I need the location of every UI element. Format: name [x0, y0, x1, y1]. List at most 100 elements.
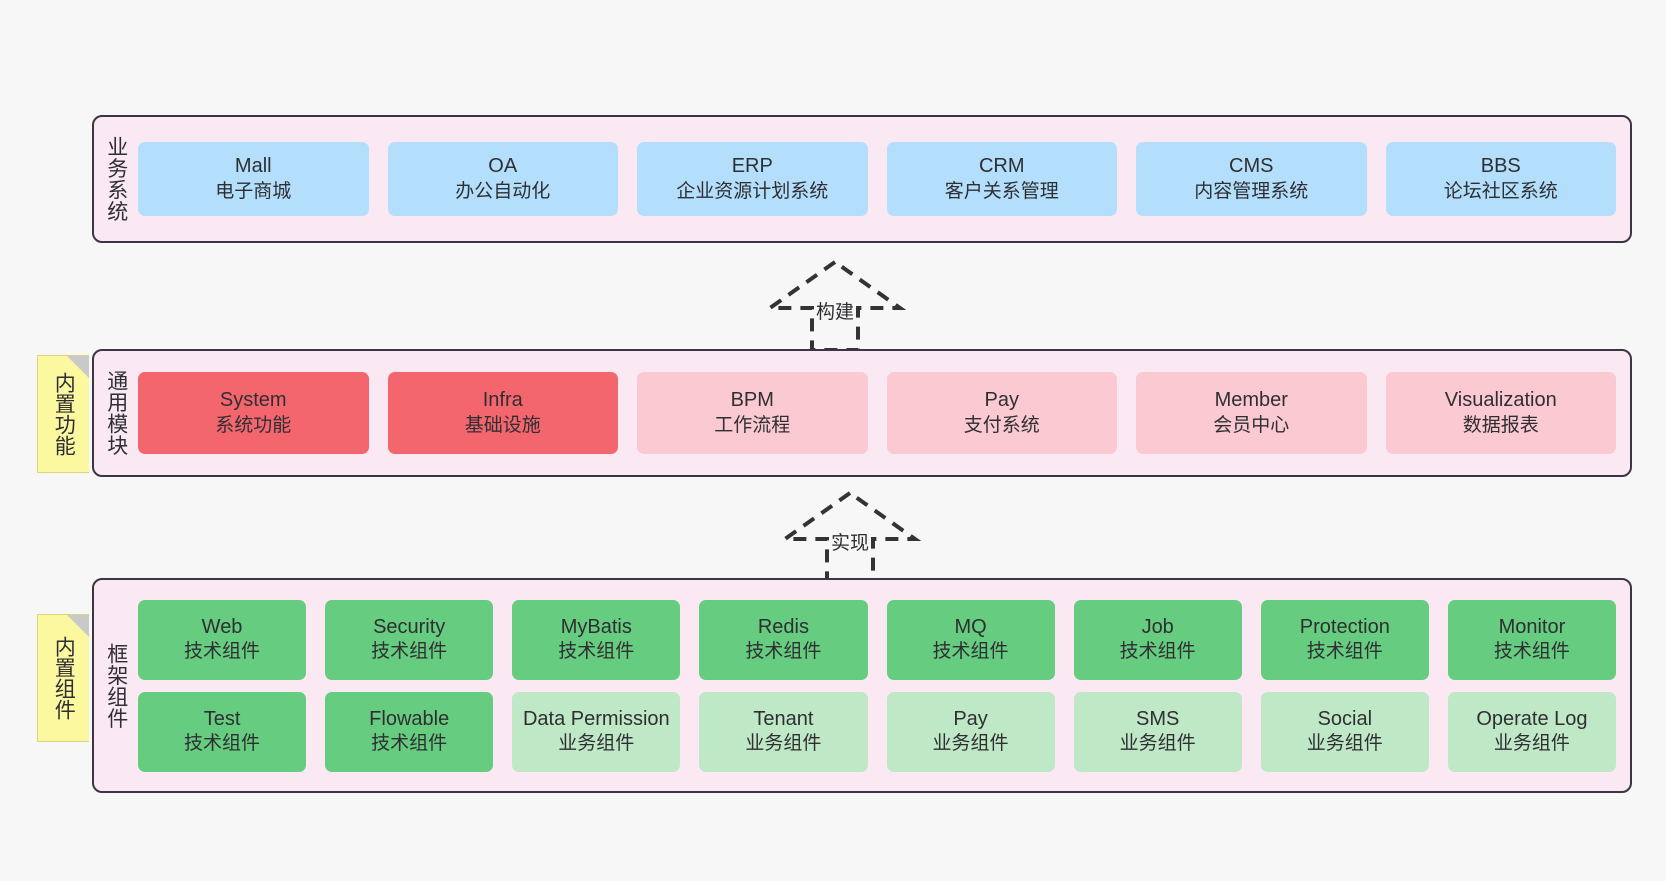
- layer-common-modules: 通用模块 System 系统功能 Infra 基础设施 BPM 工作流程 Pay…: [92, 349, 1632, 477]
- card-social-subtitle: 业务组件: [1306, 733, 1383, 755]
- arrow-implement: 实现: [775, 489, 925, 585]
- card-job-subtitle: 技术组件: [1119, 641, 1196, 663]
- card-sms[interactable]: SMS 业务组件: [1073, 691, 1242, 772]
- card-pay-component-title: Pay: [953, 707, 988, 730]
- card-erp[interactable]: ERP 企业资源计划系统: [637, 142, 868, 216]
- framework-components-row-business: Test 技术组件 Flowable 技术组件 Data Permission …: [138, 691, 1616, 772]
- card-member-subtitle: 会员中心: [1213, 414, 1290, 436]
- note-builtin-function-label: 内置功能: [52, 372, 76, 456]
- card-data-permission[interactable]: Data Permission 业务组件: [512, 691, 681, 772]
- card-security[interactable]: Security 技术组件: [325, 599, 494, 680]
- card-bbs[interactable]: BBS 论坛社区系统: [1385, 142, 1616, 216]
- card-pay-component-subtitle: 业务组件: [932, 733, 1009, 755]
- card-job-title: Job: [1141, 615, 1174, 638]
- card-mybatis[interactable]: MyBatis 技术组件: [512, 599, 681, 680]
- card-system-title: System: [219, 389, 287, 412]
- card-monitor-title: Monitor: [1498, 615, 1566, 638]
- card-erp-title: ERP: [731, 155, 773, 178]
- business-system-row: Mall 电子商城 OA 办公自动化 ERP 企业资源计划系统 CRM 客户关系…: [138, 142, 1616, 216]
- layer-business-system: 业务系统 Mall 电子商城 OA 办公自动化 ERP 企业资源计划系统 CRM…: [92, 115, 1632, 243]
- note-builtin-function: 内置功能: [37, 355, 89, 473]
- card-web[interactable]: Web 技术组件: [138, 599, 307, 680]
- layer-business-system-label: 业务系统: [104, 136, 128, 222]
- card-operate-log[interactable]: Operate Log 业务组件: [1447, 691, 1616, 772]
- layer-business-system-body: Mall 电子商城 OA 办公自动化 ERP 企业资源计划系统 CRM 客户关系…: [138, 117, 1630, 241]
- card-test-title: Test: [203, 707, 241, 730]
- card-member-title: Member: [1214, 389, 1288, 412]
- card-test[interactable]: Test 技术组件: [138, 691, 307, 772]
- note-builtin-component-label: 内置组件: [52, 636, 76, 720]
- card-mall-subtitle: 电子商城: [215, 180, 292, 202]
- card-visualization-subtitle: 数据报表: [1462, 414, 1539, 436]
- card-social[interactable]: Social 业务组件: [1260, 691, 1429, 772]
- card-crm[interactable]: CRM 客户关系管理: [886, 142, 1117, 216]
- card-visualization[interactable]: Visualization 数据报表: [1385, 372, 1616, 454]
- card-member[interactable]: Member 会员中心: [1136, 372, 1367, 454]
- card-mybatis-subtitle: 技术组件: [558, 641, 635, 663]
- note-builtin-component: 内置组件: [37, 614, 89, 742]
- card-pay-component[interactable]: Pay 业务组件: [886, 691, 1055, 772]
- card-tenant[interactable]: Tenant 业务组件: [699, 691, 868, 772]
- card-data-permission-subtitle: 业务组件: [558, 733, 635, 755]
- card-web-title: Web: [201, 615, 243, 638]
- card-sms-subtitle: 业务组件: [1119, 733, 1196, 755]
- card-oa-subtitle: 办公自动化: [455, 180, 551, 202]
- card-protection-title: Protection: [1299, 615, 1390, 638]
- arrow-build: 构建: [760, 258, 910, 354]
- card-operate-log-subtitle: 业务组件: [1493, 733, 1570, 755]
- card-system[interactable]: System 系统功能: [138, 372, 369, 454]
- card-web-subtitle: 技术组件: [184, 641, 261, 663]
- card-redis[interactable]: Redis 技术组件: [699, 599, 868, 680]
- card-security-subtitle: 技术组件: [371, 641, 448, 663]
- card-crm-subtitle: 客户关系管理: [944, 180, 1059, 202]
- layer-framework-components-label: 框架组件: [104, 642, 128, 729]
- card-social-title: Social: [1317, 707, 1373, 730]
- card-protection[interactable]: Protection 技术组件: [1260, 599, 1429, 680]
- layer-common-modules-label: 通用模块: [104, 370, 128, 456]
- card-security-title: Security: [373, 615, 446, 638]
- card-bpm-subtitle: 工作流程: [714, 414, 791, 436]
- card-erp-subtitle: 企业资源计划系统: [676, 180, 829, 202]
- card-bpm-title: BPM: [730, 389, 774, 412]
- card-tenant-subtitle: 业务组件: [745, 733, 822, 755]
- card-oa-title: OA: [488, 155, 518, 178]
- arrow-build-label: 构建: [815, 302, 855, 323]
- card-data-permission-title: Data Permission: [522, 707, 670, 730]
- card-oa[interactable]: OA 办公自动化: [387, 142, 618, 216]
- card-system-subtitle: 系统功能: [215, 414, 292, 436]
- card-job[interactable]: Job 技术组件: [1073, 599, 1242, 680]
- card-pay-module[interactable]: Pay 支付系统: [886, 372, 1117, 454]
- framework-components-row-tech: Web 技术组件 Security 技术组件 MyBatis 技术组件 Redi…: [138, 599, 1616, 680]
- card-protection-subtitle: 技术组件: [1306, 641, 1383, 663]
- card-pay-module-title: Pay: [984, 389, 1019, 412]
- card-sms-title: SMS: [1136, 707, 1180, 730]
- card-redis-subtitle: 技术组件: [745, 641, 822, 663]
- card-crm-title: CRM: [978, 155, 1025, 178]
- card-bpm[interactable]: BPM 工作流程: [637, 372, 868, 454]
- card-redis-title: Redis: [757, 615, 809, 638]
- card-pay-module-subtitle: 支付系统: [963, 414, 1040, 436]
- card-infra-subtitle: 基础设施: [464, 414, 541, 436]
- card-tenant-title: Tenant: [753, 707, 814, 730]
- layer-framework-components-body: Web 技术组件 Security 技术组件 MyBatis 技术组件 Redi…: [138, 580, 1630, 791]
- card-flowable[interactable]: Flowable 技术组件: [325, 691, 494, 772]
- card-monitor[interactable]: Monitor 技术组件: [1447, 599, 1616, 680]
- card-infra-title: Infra: [482, 389, 523, 412]
- card-mall[interactable]: Mall 电子商城: [138, 142, 369, 216]
- card-cms-subtitle: 内容管理系统: [1194, 180, 1309, 202]
- layer-common-modules-body: System 系统功能 Infra 基础设施 BPM 工作流程 Pay 支付系统…: [138, 351, 1630, 475]
- arrow-implement-label: 实现: [830, 533, 870, 554]
- layer-framework-components: 框架组件 Web 技术组件 Security 技术组件 MyBatis 技术组件…: [92, 578, 1632, 793]
- card-flowable-title: Flowable: [369, 707, 450, 730]
- card-infra[interactable]: Infra 基础设施: [387, 372, 618, 454]
- card-mq[interactable]: MQ 技术组件: [886, 599, 1055, 680]
- card-mall-title: Mall: [234, 155, 272, 178]
- card-bbs-subtitle: 论坛社区系统: [1443, 180, 1558, 202]
- card-bbs-title: BBS: [1480, 155, 1521, 178]
- card-flowable-subtitle: 技术组件: [371, 733, 448, 755]
- common-modules-row: System 系统功能 Infra 基础设施 BPM 工作流程 Pay 支付系统…: [138, 372, 1616, 454]
- card-test-subtitle: 技术组件: [184, 733, 261, 755]
- card-mq-title: MQ: [954, 615, 987, 638]
- card-cms[interactable]: CMS 内容管理系统: [1136, 142, 1367, 216]
- card-cms-title: CMS: [1229, 155, 1274, 178]
